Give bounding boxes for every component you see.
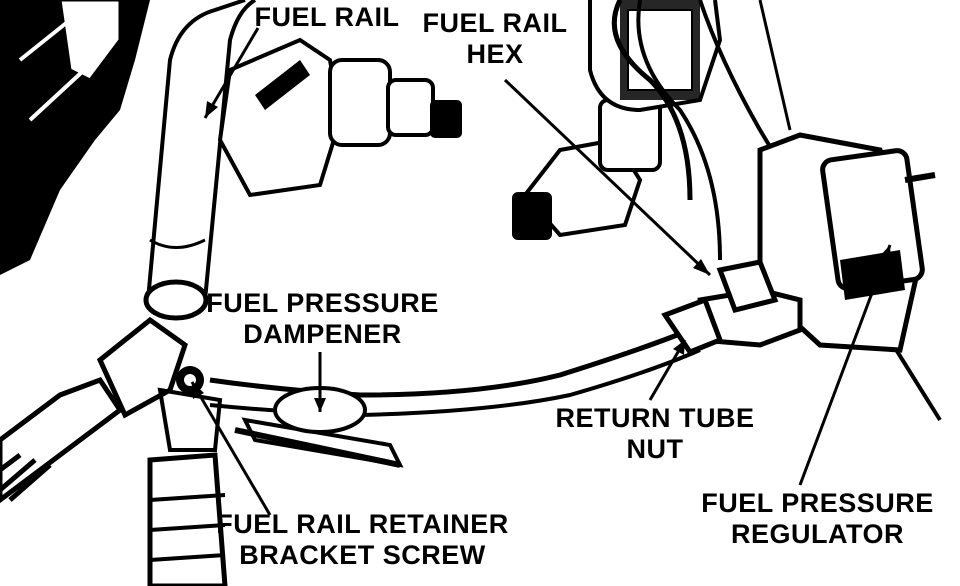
label-return-tube-nut-line-2: NUT	[626, 434, 684, 464]
label-return-tube-nut-line-1: RETURN TUBE	[555, 403, 755, 433]
label-fuel-rail-hex-line-2: HEX	[466, 39, 524, 69]
left-engine-shadow	[0, 0, 150, 275]
fuel-pressure-dampener	[234, 386, 404, 468]
label-fuel-pressure-regulator: FUEL PRESSURE REGULATOR	[700, 488, 935, 550]
fuel-pressure-regulator	[757, 132, 936, 353]
arrowhead-return-tube-nut	[673, 340, 685, 355]
label-fuel-pressure-dampener: FUEL PRESSURE DAMPENER	[205, 288, 440, 350]
fuel-injector-left	[217, 37, 462, 198]
label-return-tube-nut: RETURN TUBE NUT	[555, 403, 755, 465]
fuel-injector-right	[512, 98, 662, 240]
arrowhead-fuel-rail-hex	[693, 259, 710, 275]
label-fuel-rail-hex-line-1: FUEL RAIL	[422, 8, 568, 38]
label-fuel-rail-line-1: FUEL RAIL	[254, 2, 400, 32]
leader-arrowheads	[192, 101, 891, 412]
arrowhead-regulator	[879, 245, 891, 261]
arrowhead-bracket-screw	[192, 382, 204, 399]
leader-fuel-pressure-regulator	[798, 244, 892, 486]
lower-left-hoses	[0, 316, 228, 586]
leader-fuel-rail-hex	[503, 78, 712, 277]
label-fuel-rail-hex: FUEL RAIL HEX	[420, 8, 570, 70]
fuel-rail	[143, 0, 257, 321]
label-dampener-line-1: FUEL PRESSURE	[206, 288, 439, 318]
label-bracket-screw-line-2: BRACKET SCREW	[239, 540, 486, 570]
return-tube	[209, 259, 803, 418]
leader-fuel-rail	[203, 27, 260, 119]
arrowhead-fuel-rail	[205, 101, 218, 118]
label-regulator-line-1: FUEL PRESSURE	[701, 488, 934, 518]
label-regulator-line-2: REGULATOR	[731, 519, 904, 549]
label-dampener-line-2: DAMPENER	[243, 319, 402, 349]
leader-retainer-bracket-screw	[190, 381, 272, 516]
label-fuel-rail: FUEL RAIL	[252, 2, 402, 33]
label-bracket-screw-line-1: FUEL RAIL RETAINER	[216, 509, 509, 539]
arrowhead-dampener	[314, 398, 326, 412]
label-fuel-rail-retainer-bracket-screw: FUEL RAIL RETAINER BRACKET SCREW	[215, 509, 510, 571]
